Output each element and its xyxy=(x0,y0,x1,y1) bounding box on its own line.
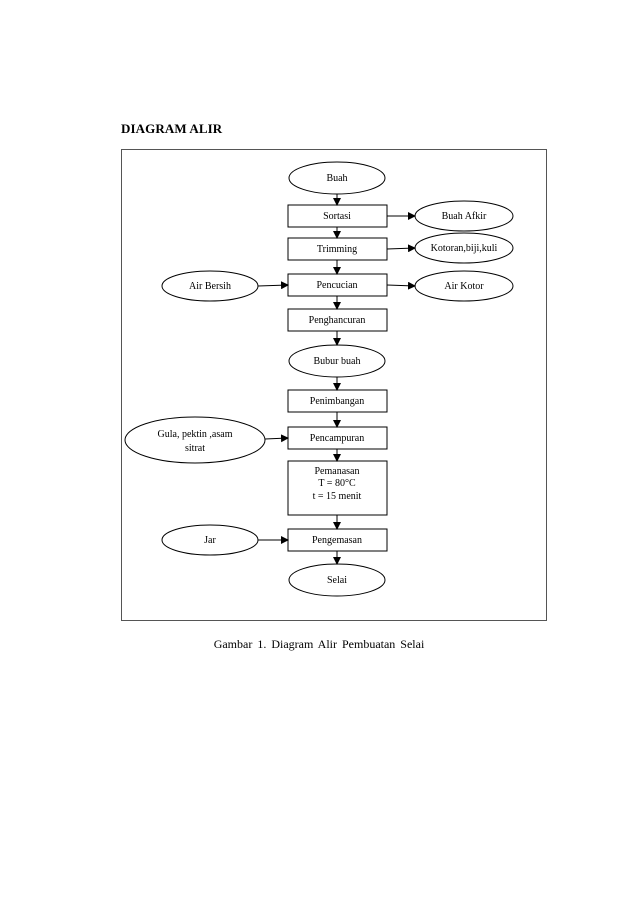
node-jar-label: Jar xyxy=(204,535,216,546)
node-buah-label: Buah xyxy=(326,173,347,184)
node-pemanasan-label-1: Pemanasan xyxy=(315,466,360,477)
node-trimming-label: Trimming xyxy=(317,244,357,255)
node-air-bersih-label: Air Bersih xyxy=(189,281,231,292)
arrow-air-bersih-pencucian xyxy=(257,281,289,290)
node-pencucian-label: Pencucian xyxy=(316,280,357,291)
node-pemanasan-label-3: t = 15 menit xyxy=(313,491,362,502)
node-pemanasan-label-2: T = 80°C xyxy=(318,478,356,489)
node-gula-label-1: Gula, pektin ,asam xyxy=(158,429,233,440)
node-pemanasan-shape xyxy=(287,460,388,516)
node-pengemasan-label: Pengemasan xyxy=(312,535,362,546)
arrow-trimming-kotoran xyxy=(386,244,416,253)
arrow-pencucian-air-kotor xyxy=(386,281,416,290)
page-heading: DIAGRAM ALIR xyxy=(121,121,223,136)
node-bubur-buah-label: Bubur buah xyxy=(314,356,361,367)
node-gula-shape xyxy=(124,416,266,464)
node-penimbangan-label: Penimbangan xyxy=(310,396,364,407)
figure-caption: Gambar 1. Diagram Alir Pembuatan Selai xyxy=(213,637,425,651)
node-gula-label-2: sitrat xyxy=(185,443,205,454)
node-sortasi-label: Sortasi xyxy=(323,211,351,222)
node-buah-afkir-label: Buah Afkir xyxy=(442,211,487,222)
node-kotoran-label: Kotoran,biji,kuli xyxy=(431,243,498,254)
arrow-gula-pencampuran xyxy=(264,434,289,443)
node-pencampuran-label: Pencampuran xyxy=(310,433,364,444)
node-air-kotor-label: Air Kotor xyxy=(444,281,484,292)
node-selai-label: Selai xyxy=(327,575,347,586)
diagram-frame xyxy=(121,149,547,621)
node-penghancuran-label: Penghancuran xyxy=(309,315,366,326)
